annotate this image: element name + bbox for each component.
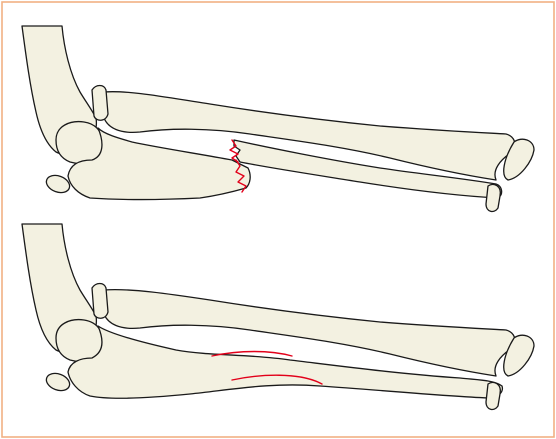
carpal-bone-lower <box>486 382 500 409</box>
humerus-condyle <box>56 122 103 164</box>
radial-head <box>92 284 108 319</box>
carpal-bone-lower <box>486 184 500 211</box>
radial-head <box>92 86 108 121</box>
